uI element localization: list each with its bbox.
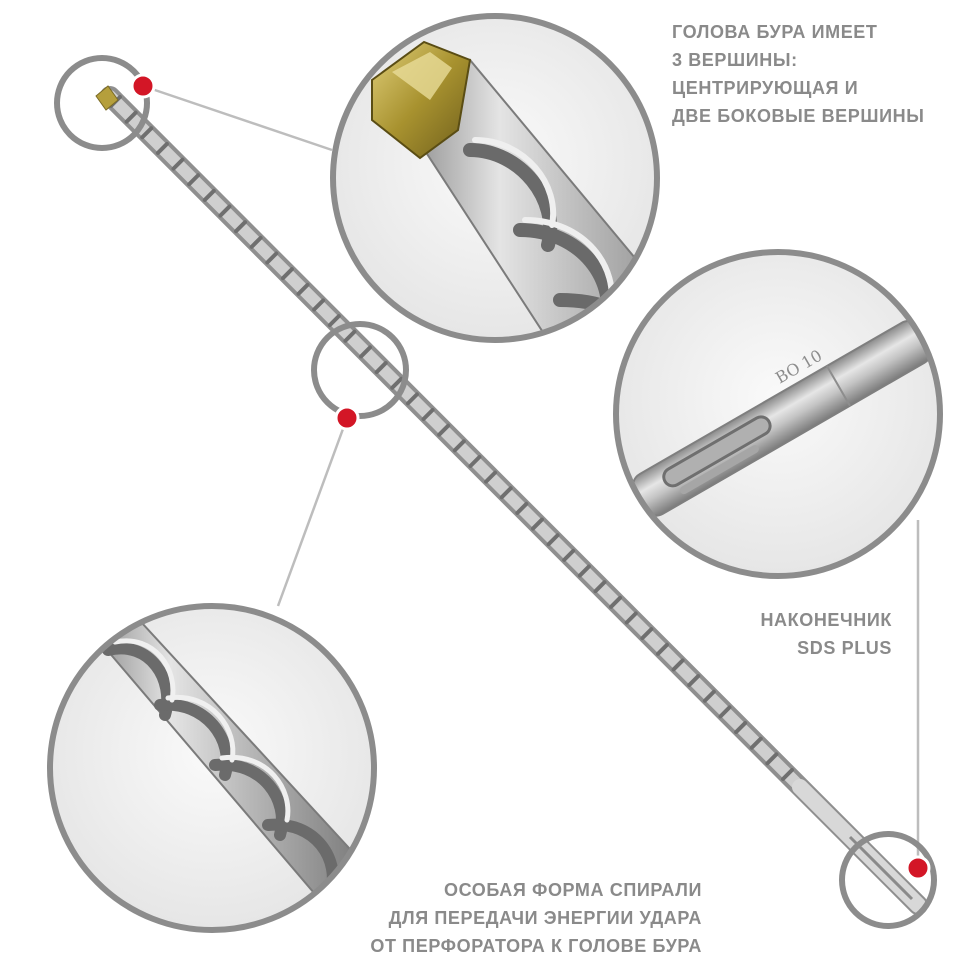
- flute-mark: [343, 329, 357, 343]
- flute-mark: [171, 157, 185, 171]
- flute-mark: [280, 267, 294, 281]
- flute-mark: [437, 423, 451, 437]
- flute-mark: [468, 454, 482, 468]
- zoom-spiral: [47, 603, 377, 933]
- caption-line: 3 ВЕРШИНЫ:: [672, 50, 798, 70]
- flute-mark: [577, 564, 591, 578]
- flute-mark: [515, 501, 529, 515]
- flute-mark: [202, 188, 216, 202]
- flute-mark: [187, 173, 201, 187]
- ring-shank: [839, 831, 937, 929]
- flute-mark: [234, 220, 248, 234]
- flute-mark: [452, 439, 466, 453]
- flute-mark: [218, 204, 232, 218]
- flute-mark: [296, 282, 310, 296]
- flute-mark: [609, 595, 623, 609]
- flute-mark: [140, 126, 154, 140]
- flute-mark: [421, 408, 435, 422]
- flute-mark: [671, 658, 685, 672]
- zoom-sds-shank: BO 10: [613, 249, 943, 579]
- caption-line: ДВЕ БОКОВЫЕ ВЕРШИНЫ: [672, 106, 925, 126]
- caption-line: ЦЕНТРИРУЮЩАЯ И: [672, 78, 859, 98]
- flute-mark: [312, 298, 326, 312]
- caption-line: ДЛЯ ПЕРЕДАЧИ ЭНЕРГИИ УДАРА: [388, 908, 702, 928]
- caption-line: SDS PLUS: [797, 638, 892, 658]
- flute-mark: [655, 642, 669, 656]
- flute-mark: [405, 392, 419, 406]
- flute-mark: [749, 736, 763, 750]
- caption-line: НАКОНЕЧНИК: [760, 610, 892, 630]
- caption-spiral: ОСОБАЯ ФОРМА СПИРАЛИ ДЛЯ ПЕРЕДАЧИ ЭНЕРГИ…: [300, 876, 702, 960]
- caption-line: ОТ ПЕРФОРАТОРА К ГОЛОВЕ БУРА: [370, 936, 702, 956]
- flute-mark: [530, 517, 544, 531]
- flute-mark: [781, 768, 794, 781]
- flute-mark: [734, 721, 748, 735]
- marker-dot-shank: [905, 855, 931, 881]
- flute-mark: [484, 470, 498, 484]
- caption-line: ГОЛОВА БУРА ИМЕЕТ: [672, 22, 878, 42]
- connector-head: [142, 84, 333, 152]
- flute-mark: [359, 345, 373, 359]
- caption-line: ОСОБАЯ ФОРМА СПИРАЛИ: [444, 880, 702, 900]
- flute-mark: [249, 235, 263, 249]
- flute-mark: [265, 251, 279, 265]
- flute-mark: [499, 486, 513, 500]
- connector-spiral: [276, 417, 349, 607]
- flute-mark: [687, 674, 701, 688]
- connector-lines: [142, 84, 920, 868]
- flute-mark: [765, 752, 779, 766]
- marker-dots: [130, 73, 931, 881]
- ring-tip: [54, 55, 150, 151]
- flute-mark: [124, 110, 138, 124]
- caption-sds-shank: НАКОНЕЧНИК SDS PLUS: [700, 606, 892, 662]
- caption-drill-head: ГОЛОВА БУРА ИМЕЕТ 3 ВЕРШИНЫ: ЦЕНТРИРУЮЩА…: [672, 18, 924, 130]
- flute-mark: [562, 548, 576, 562]
- flute-mark: [640, 627, 654, 641]
- flute-mark: [593, 580, 607, 594]
- flute-mark: [702, 689, 716, 703]
- flute-mark: [327, 314, 341, 328]
- marker-dot-spiral: [334, 405, 360, 431]
- callout-rings: [54, 55, 937, 929]
- flute-mark: [155, 141, 169, 155]
- flute-mark: [546, 533, 560, 547]
- flute-mark: [374, 361, 388, 375]
- flute-mark: [624, 611, 638, 625]
- flute-mark: [390, 376, 404, 390]
- ring-spiral: [311, 321, 409, 419]
- flute-mark: [718, 705, 732, 719]
- marker-dot-tip: [130, 73, 156, 99]
